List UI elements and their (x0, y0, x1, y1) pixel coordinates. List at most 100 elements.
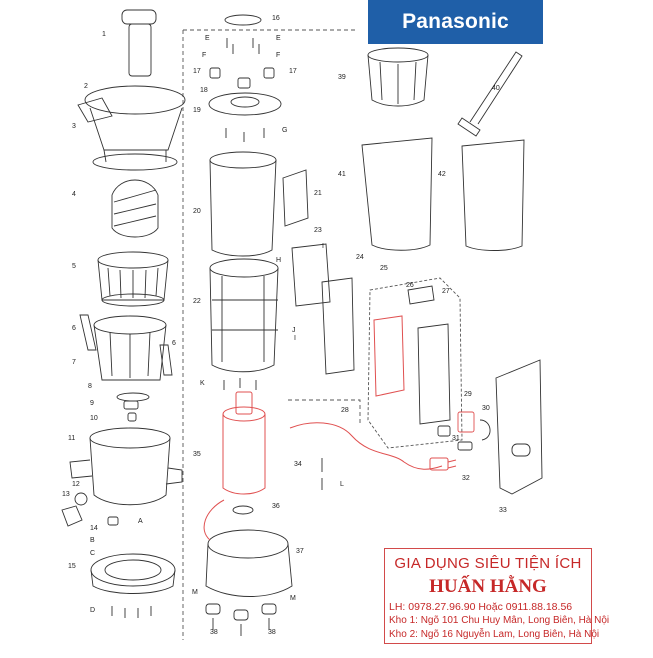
assembly-axis-cord (288, 399, 361, 425)
part-switch-wiring (373, 315, 405, 397)
part-clip-left (209, 67, 221, 79)
label-30: 30 (482, 405, 490, 412)
part-side-panel (282, 169, 309, 227)
label-fastener-f1: F (202, 52, 206, 59)
part-top-disc (224, 14, 262, 26)
label-15: 15 (68, 563, 76, 570)
label-26: 26 (406, 282, 414, 289)
label-29: 29 (464, 391, 472, 398)
label-37: 37 (296, 548, 304, 555)
label-28: 28 (341, 407, 349, 414)
part-rubber-feet (205, 603, 277, 636)
part-screw-auger (111, 179, 159, 238)
shop-name: HUẤN HẰNG (429, 576, 547, 597)
label-fastener-d: D (90, 607, 95, 614)
label-fastener-c: C (90, 550, 95, 557)
part-juice-cup (361, 137, 433, 251)
label-fastener-m1: M (192, 589, 198, 596)
part-pusher (121, 9, 157, 77)
part-control-box (367, 277, 463, 449)
label-36: 36 (272, 503, 280, 510)
part-hopper-lid (84, 85, 186, 171)
label-38b: 38 (268, 629, 276, 636)
label-33: 33 (499, 507, 507, 514)
label-5: 5 (72, 263, 76, 270)
label-fastener-f2: F (276, 52, 280, 59)
label-fastener-e2: E (276, 35, 281, 42)
label-fastener-a: A (138, 518, 143, 525)
part-knob (479, 419, 491, 441)
shop-address-1: Kho 1: Ngõ 101 Chu Huy Mân, Long Biên, H… (389, 615, 610, 626)
part-labels: 1 2 3 4 5 6 6 7 8 9 10 11 12 13 14 15 16… (62, 15, 507, 636)
label-1: 1 (102, 31, 106, 38)
part-pcb-board (417, 323, 451, 425)
label-fastener-k: K (200, 380, 205, 387)
label-7: 7 (72, 359, 76, 366)
label-17a: 17 (193, 68, 201, 75)
part-body-cover (209, 151, 277, 257)
part-wiper-right (159, 344, 173, 376)
part-power-cord (289, 422, 457, 471)
label-20: 20 (193, 208, 201, 215)
part-pulp-cup (461, 139, 525, 251)
label-21: 21 (314, 190, 322, 197)
part-strainer (97, 251, 169, 307)
part-pcb-bracket (321, 277, 355, 375)
part-main-base (205, 529, 293, 597)
part-cleaning-brush (457, 51, 523, 137)
part-small-pin (127, 412, 137, 422)
screws-e-f (226, 38, 260, 54)
part-silicon-cap (123, 400, 139, 410)
label-fastener-g: G (282, 127, 287, 134)
shop-info-box: GIA DỤNG SIÊU TIỆN ÍCH HUẤN HẰNG LH: 097… (384, 548, 609, 644)
label-fastener-b: B (90, 537, 95, 544)
part-pin-14 (107, 516, 119, 526)
part-gear-coupling (237, 77, 251, 89)
label-13: 13 (62, 491, 70, 498)
label-23: 23 (314, 227, 322, 234)
part-pulp-basket (367, 47, 429, 107)
part-base-ring (90, 553, 176, 594)
part-cap-seal (74, 492, 88, 506)
label-35: 35 (193, 451, 201, 458)
part-fuse (437, 425, 451, 437)
part-juice-cap (61, 505, 83, 527)
label-25: 25 (380, 265, 388, 272)
label-40: 40 (492, 85, 500, 92)
label-14: 14 (90, 525, 98, 532)
part-capacitor (457, 411, 475, 433)
label-fastener-j: J (292, 327, 296, 334)
part-handle-slot (511, 443, 531, 457)
label-2: 2 (84, 83, 88, 90)
label-3: 3 (72, 123, 76, 130)
label-17b: 17 (289, 68, 297, 75)
label-32: 32 (462, 475, 470, 482)
shop-phone: LH: 0978.27.96.90 Hoặc 0911.88.18.56 (389, 601, 573, 613)
label-41: 41 (338, 171, 346, 178)
screws-d (111, 606, 152, 618)
part-plug-clip (457, 441, 473, 451)
label-22: 22 (193, 298, 201, 305)
label-fastener-l: L (340, 481, 344, 488)
shop-address-2: Kho 2: Ngõ 16 Nguyễn Lam, Long Biên, Hà … (389, 629, 600, 640)
label-fastener-i1: I (322, 243, 324, 250)
part-motor (203, 391, 266, 541)
label-10: 10 (90, 415, 98, 422)
part-washer (232, 505, 254, 515)
part-label-sticker (77, 97, 113, 123)
label-19: 19 (193, 107, 201, 114)
part-clip-right (263, 67, 275, 79)
part-inner-frame (209, 258, 279, 373)
label-9: 9 (90, 400, 94, 407)
label-27: 27 (442, 288, 450, 295)
label-fastener-i2: I (294, 335, 296, 342)
part-wiper-left (79, 314, 97, 351)
label-12: 12 (72, 481, 80, 488)
part-juicing-bowl (69, 427, 183, 506)
label-fastener-m2: M (290, 595, 296, 602)
shop-title: GIA DỤNG SIÊU TIỆN ÍCH (394, 555, 582, 572)
part-seal-ring (116, 392, 150, 402)
screws-g (225, 128, 265, 142)
part-rear-cover (495, 359, 543, 495)
label-fastener-h: H (276, 257, 281, 264)
